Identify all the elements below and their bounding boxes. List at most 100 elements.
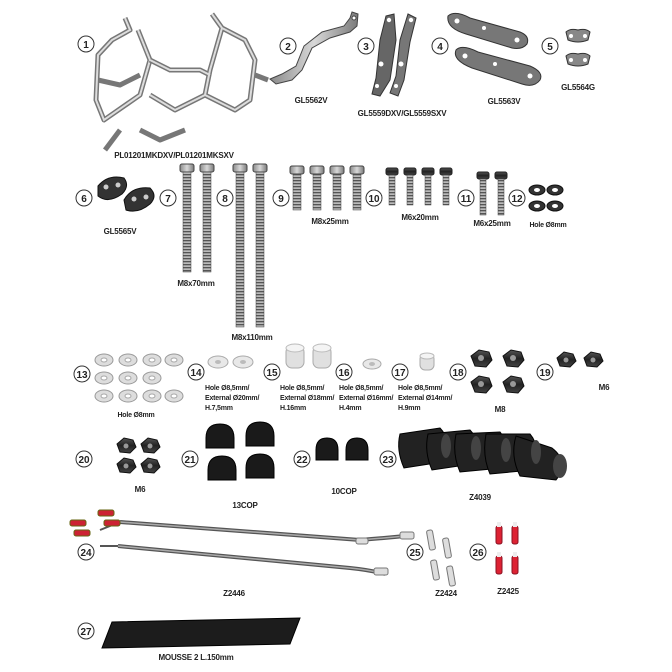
item-21: 21 13COP	[181, 421, 275, 510]
item-23: 23 Z4039	[379, 427, 567, 502]
item-7: 7 M8x70mm	[159, 163, 215, 288]
svg-text:24: 24	[80, 548, 92, 559]
svg-text:8: 8	[222, 194, 228, 205]
svg-text:6: 6	[81, 194, 87, 205]
svg-text:19: 19	[539, 368, 551, 379]
item-27: 27 MOUSSE 2 L.150mm	[77, 617, 301, 662]
svg-text:4: 4	[437, 42, 443, 53]
item-1: 1 PL01201MKDXV/PL01201MKSXV	[77, 12, 269, 160]
bracket-gl5562v-icon	[269, 11, 359, 85]
spacer-gl5564g-bottom-icon	[565, 52, 591, 67]
item-1-number: 1	[83, 40, 89, 51]
svg-text:Z2424: Z2424	[435, 589, 457, 598]
item-19: 19 M6	[536, 351, 610, 392]
svg-text:3: 3	[363, 42, 369, 53]
svg-text:16: 16	[338, 368, 350, 379]
bolt-m6x20-icon	[385, 167, 453, 206]
item-4: 4 GL5563V	[431, 12, 542, 106]
svg-text:25: 25	[409, 548, 421, 559]
svg-text:M6: M6	[599, 383, 610, 392]
svg-text:Hole Ø8mm: Hole Ø8mm	[117, 412, 154, 419]
item-1-label: PL01201MKDXV/PL01201MKSXV	[114, 151, 234, 160]
cap-13cop-icon	[205, 421, 275, 481]
item-26: 26 Z2425	[469, 522, 520, 596]
bolt-m8x110-1-icon	[232, 163, 248, 328]
item-6: 6 GL5565V	[75, 176, 155, 236]
svg-text:11: 11	[461, 194, 472, 205]
svg-text:M8x70mm: M8x70mm	[177, 279, 214, 288]
svg-text:M6x20mm: M6x20mm	[401, 213, 438, 222]
red-terminal-icon	[69, 509, 121, 537]
bolt-m6x25-icon	[476, 171, 508, 216]
svg-text:27: 27	[80, 627, 92, 638]
svg-text:14: 14	[190, 368, 202, 379]
svg-text:External Ø16mm/: External Ø16mm/	[339, 395, 393, 402]
item-13: 13 Hole Ø8mm	[73, 353, 184, 419]
svg-text:GL5564G: GL5564G	[561, 83, 595, 92]
svg-text:Hole Ø8,5mm/: Hole Ø8,5mm/	[280, 385, 325, 392]
svg-text:10COP: 10COP	[331, 487, 357, 496]
cap-10cop-icon	[315, 437, 369, 461]
svg-text:M8x25mm: M8x25mm	[311, 217, 348, 226]
blade-connector-icon	[355, 531, 415, 576]
svg-text:M8: M8	[495, 405, 506, 414]
item-15: 15 Hole Ø8,5mm/ External Ø18mm/ H.16mm	[263, 343, 335, 412]
svg-text:Hole Ø8,5mm/: Hole Ø8,5mm/	[398, 385, 443, 392]
svg-text:Hole Ø8,5mm/: Hole Ø8,5mm/	[339, 385, 384, 392]
svg-text:12: 12	[511, 194, 523, 205]
item-20: 20 M6	[75, 437, 161, 494]
svg-text:H.9mm: H.9mm	[398, 405, 420, 412]
svg-text:External Ø20mm/: External Ø20mm/	[205, 395, 259, 402]
svg-text:GL5562V: GL5562V	[295, 96, 329, 105]
svg-text:Hole Ø8,5mm/: Hole Ø8,5mm/	[205, 385, 250, 392]
spacer-gl5565v-1-icon	[97, 176, 128, 200]
item-2: 2 GL5562V	[269, 11, 359, 105]
item-5: 5 GL5564G	[541, 28, 595, 92]
item-3: 3 GL5559DXV/GL5559SXV	[357, 13, 448, 118]
item-11: 11 M6x25mm	[457, 171, 511, 228]
svg-text:13COP: 13COP	[232, 501, 258, 510]
connector-z2424-icon	[426, 529, 456, 587]
spacer-gl5565v-2-icon	[123, 187, 155, 212]
cable-z2446-icon	[99, 520, 406, 576]
frame-right-icon	[138, 12, 269, 143]
svg-text:Z2425: Z2425	[497, 587, 519, 596]
frame-left-inner-icon	[94, 17, 152, 122]
svg-text:MOUSSE 2 L.150mm: MOUSSE 2 L.150mm	[158, 653, 233, 662]
item-24: 24 Z2446	[69, 509, 415, 598]
item-17: 17 Hole Ø8,5mm/ External Ø14mm/ H.9mm	[391, 352, 453, 412]
svg-text:M6: M6	[135, 485, 146, 494]
svg-text:20: 20	[78, 455, 90, 466]
svg-text:23: 23	[382, 455, 394, 466]
svg-text:External Ø18mm/: External Ø18mm/	[280, 395, 334, 402]
item-25: 25 Z2424	[406, 529, 458, 598]
svg-text:9: 9	[278, 194, 284, 205]
item-16: 16 Hole Ø8,5mm/ External Ø16mm/ H.4mm	[335, 358, 394, 412]
item-10: 10 M6x20mm	[365, 167, 453, 222]
plate-gl5563v-bottom-icon	[454, 46, 542, 86]
svg-text:M8x110mm: M8x110mm	[231, 333, 272, 342]
svg-text:GL5565V: GL5565V	[104, 227, 138, 236]
svg-text:Hole Ø8mm: Hole Ø8mm	[529, 222, 566, 229]
svg-text:15: 15	[266, 368, 278, 379]
item-12: 12 Hole Ø8mm	[508, 184, 567, 229]
item-8: 8 M8x110mm	[216, 163, 273, 342]
svg-text:Z2446: Z2446	[223, 589, 245, 598]
svg-text:GL5559DXV/GL5559SXV: GL5559DXV/GL5559SXV	[358, 109, 448, 118]
frame-right-inner-icon	[149, 13, 257, 112]
spacer-20mm-icon	[207, 355, 254, 369]
spacer-gl5564g-top-icon	[565, 28, 591, 43]
svg-text:H.4mm: H.4mm	[339, 405, 361, 412]
svg-text:GL5563V: GL5563V	[488, 97, 522, 106]
svg-text:13: 13	[76, 370, 88, 381]
bolt-m8x110-2-icon	[252, 163, 268, 328]
bolt-m8x25-icon	[289, 165, 365, 211]
svg-text:7: 7	[165, 194, 171, 205]
connector-z2425-icon	[495, 525, 519, 575]
svg-text:22: 22	[296, 455, 308, 466]
svg-text:2: 2	[285, 42, 291, 53]
item-9: 9 M8x25mm	[272, 165, 365, 226]
bolt-m8x70-2-icon	[199, 163, 215, 273]
svg-text:18: 18	[452, 368, 464, 379]
